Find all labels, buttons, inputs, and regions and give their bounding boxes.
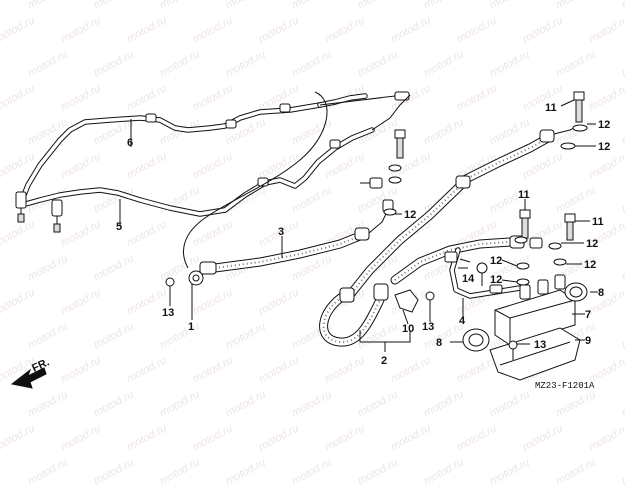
label-part-1: 1 xyxy=(188,321,194,333)
label-part-10: 10 xyxy=(402,323,414,335)
label-part-14: 14 xyxy=(462,273,475,285)
leader-lines xyxy=(119,99,598,352)
label-part-8a: 8 xyxy=(436,337,442,349)
label-part-12b: 12 xyxy=(598,141,610,153)
label-part-6: 6 xyxy=(127,137,133,149)
valve-unit-7 xyxy=(494,274,576,346)
diagram-code: MZ23-F1201A xyxy=(535,381,595,391)
label-part-13a: 13 xyxy=(162,307,174,319)
label-part-11a: 11 xyxy=(545,102,557,114)
label-part-12c: 12 xyxy=(586,238,598,250)
label-part-8b: 8 xyxy=(598,287,604,299)
left-caliper-fittings xyxy=(15,191,63,233)
label-part-12f: 12 xyxy=(490,274,502,286)
pipe-joints xyxy=(360,177,503,294)
bracket-edge xyxy=(499,341,571,366)
label-part-7: 7 xyxy=(585,309,591,321)
label-part-12d: 12 xyxy=(584,259,596,271)
brake-hose-upper xyxy=(345,125,579,300)
label-part-13c: 13 xyxy=(534,339,546,351)
label-part-5: 5 xyxy=(116,221,122,233)
label-part-13b: 13 xyxy=(422,321,434,333)
rubber-boots-8 xyxy=(462,282,588,352)
screws-13 xyxy=(165,277,518,360)
label-part-4: 4 xyxy=(459,315,466,327)
front-direction-arrow-icon xyxy=(10,367,47,389)
label-part-2: 2 xyxy=(381,355,387,367)
pipe-route-outline xyxy=(183,91,328,269)
label-part-9: 9 xyxy=(585,335,591,347)
direction-label: FR. xyxy=(30,356,51,374)
label-part-11b: 11 xyxy=(518,189,530,201)
label-part-11c: 11 xyxy=(592,216,604,228)
label-part-12e: 12 xyxy=(490,255,502,267)
brake-pipe-5 xyxy=(19,94,411,217)
diagram-drawing: 6 5 3 1 13 2 10 13 4 8 13 7 9 8 11 12 12… xyxy=(10,91,610,391)
brake-hose-3 xyxy=(188,199,394,286)
label-part-12a: 12 xyxy=(598,119,610,131)
brake-pipe-6 xyxy=(19,91,410,203)
label-part-12g: 12 xyxy=(404,209,416,221)
washers-12 xyxy=(383,124,588,286)
clamp-10 xyxy=(394,289,419,313)
bolt-14 xyxy=(476,262,488,286)
bolts-11 xyxy=(394,91,585,241)
label-part-3: 3 xyxy=(278,226,284,238)
